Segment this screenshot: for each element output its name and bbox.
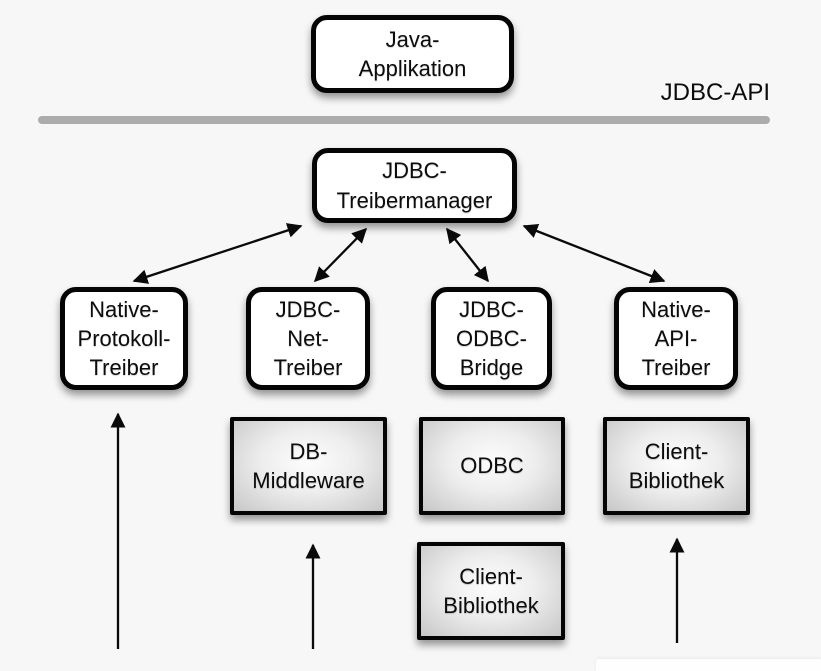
node-label: Client- Bibliothek <box>628 438 725 493</box>
edge-manager-native-api <box>522 223 666 284</box>
jdbc-api-label: JDBC-API <box>660 79 770 106</box>
node-jdbc-treibermanager: JDBC- Treibermanager <box>312 148 517 223</box>
node-native-protokoll-treiber: Native- Protokoll- Treiber <box>60 287 188 390</box>
node-jdbc-net-treiber: JDBC- Net- Treiber <box>246 287 370 390</box>
node-jdbc-odbc-bridge: JDBC- ODBC- Bridge <box>431 287 552 390</box>
node-label: Java- Applikation <box>358 26 467 81</box>
edge-manager-jdbc-net <box>313 227 368 283</box>
node-label: JDBC- ODBC- Bridge <box>456 296 527 381</box>
edge-manager-native-protokoll <box>132 223 303 284</box>
node-odbc: ODBC <box>419 417 565 515</box>
node-label: JDBC- Net- Treiber <box>273 296 343 381</box>
node-db-middleware: DB- Middleware <box>230 417 387 515</box>
node-client-bibliothek-center: Client- Bibliothek <box>417 542 565 640</box>
node-client-bibliothek-right: Client- Bibliothek <box>603 417 750 515</box>
node-label: DB- Middleware <box>252 438 365 493</box>
node-label: ODBC <box>460 453 524 479</box>
jdbc-api-divider-line <box>38 116 770 124</box>
node-java-application: Java- Applikation <box>311 15 514 93</box>
partial-box-bottom-right <box>596 659 821 671</box>
node-label: Native- API- Treiber <box>641 296 711 381</box>
edge-manager-jdbc-odbc <box>446 227 489 283</box>
node-label: Client- Bibliothek <box>443 563 539 618</box>
node-label: JDBC- Treibermanager <box>336 158 493 213</box>
node-label: Native- Protokoll- Treiber <box>77 296 171 381</box>
node-native-api-treiber: Native- API- Treiber <box>614 287 738 390</box>
